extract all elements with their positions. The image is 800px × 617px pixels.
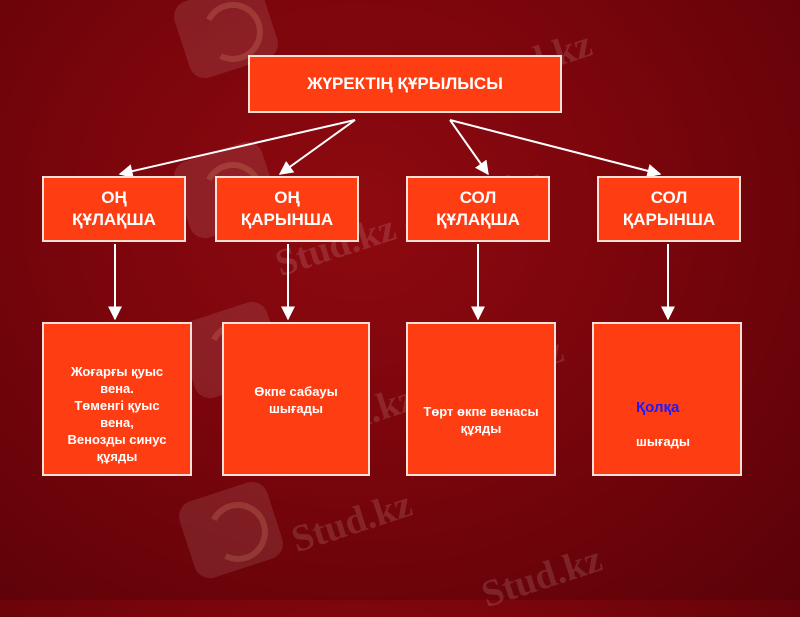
chamber-label: СОЛ ҚАРЫНША xyxy=(622,188,716,229)
chamber-label: ОҢ ҚАРЫНША xyxy=(240,188,334,229)
connector-arrows xyxy=(108,119,675,321)
accent-term: Қолқа xyxy=(636,399,680,416)
description-text: шығады xyxy=(636,434,690,449)
diagram-title-box: ЖҮРЕКТІҢ ҚҰРЫЛЫСЫ xyxy=(248,55,562,113)
description-text: Өкпе сабауы шығады xyxy=(254,384,338,416)
arrow-title-to-left-atrium xyxy=(449,119,489,176)
description-text: Жоғарғы қуыс вена. Төменгі қуыс вена, Ве… xyxy=(67,364,167,464)
chamber-label: СОЛ ҚҰЛАҚША xyxy=(436,188,520,229)
description-left-ventricle: Қолқа шығады xyxy=(592,322,742,476)
description-right-ventricle: Өкпе сабауы шығады xyxy=(222,322,370,476)
description-right-atrium: Жоғарғы қуыс вена. Төменгі қуыс вена, Ве… xyxy=(42,322,192,476)
arrow-title-to-right-atrium xyxy=(118,119,356,179)
description-left-atrium: Төрт өкпе венасы құяды xyxy=(406,322,556,476)
diagram-title: ЖҮРЕКТІҢ ҚҰРЫЛЫСЫ xyxy=(307,74,503,93)
arrow-title-to-right-ventricle xyxy=(278,119,356,175)
chamber-left-atrium: СОЛ ҚҰЛАҚША xyxy=(406,176,550,242)
chamber-right-ventricle: ОҢ ҚАРЫНША xyxy=(215,176,359,242)
chamber-left-ventricle: СОЛ ҚАРЫНША xyxy=(597,176,741,242)
chamber-label: ОҢ ҚҰЛАҚША xyxy=(72,188,156,229)
description-text: Төрт өкпе венасы құяды xyxy=(423,404,539,436)
chamber-right-atrium: ОҢ ҚҰЛАҚША xyxy=(42,176,186,242)
arrow-title-to-left-ventricle xyxy=(449,119,662,178)
